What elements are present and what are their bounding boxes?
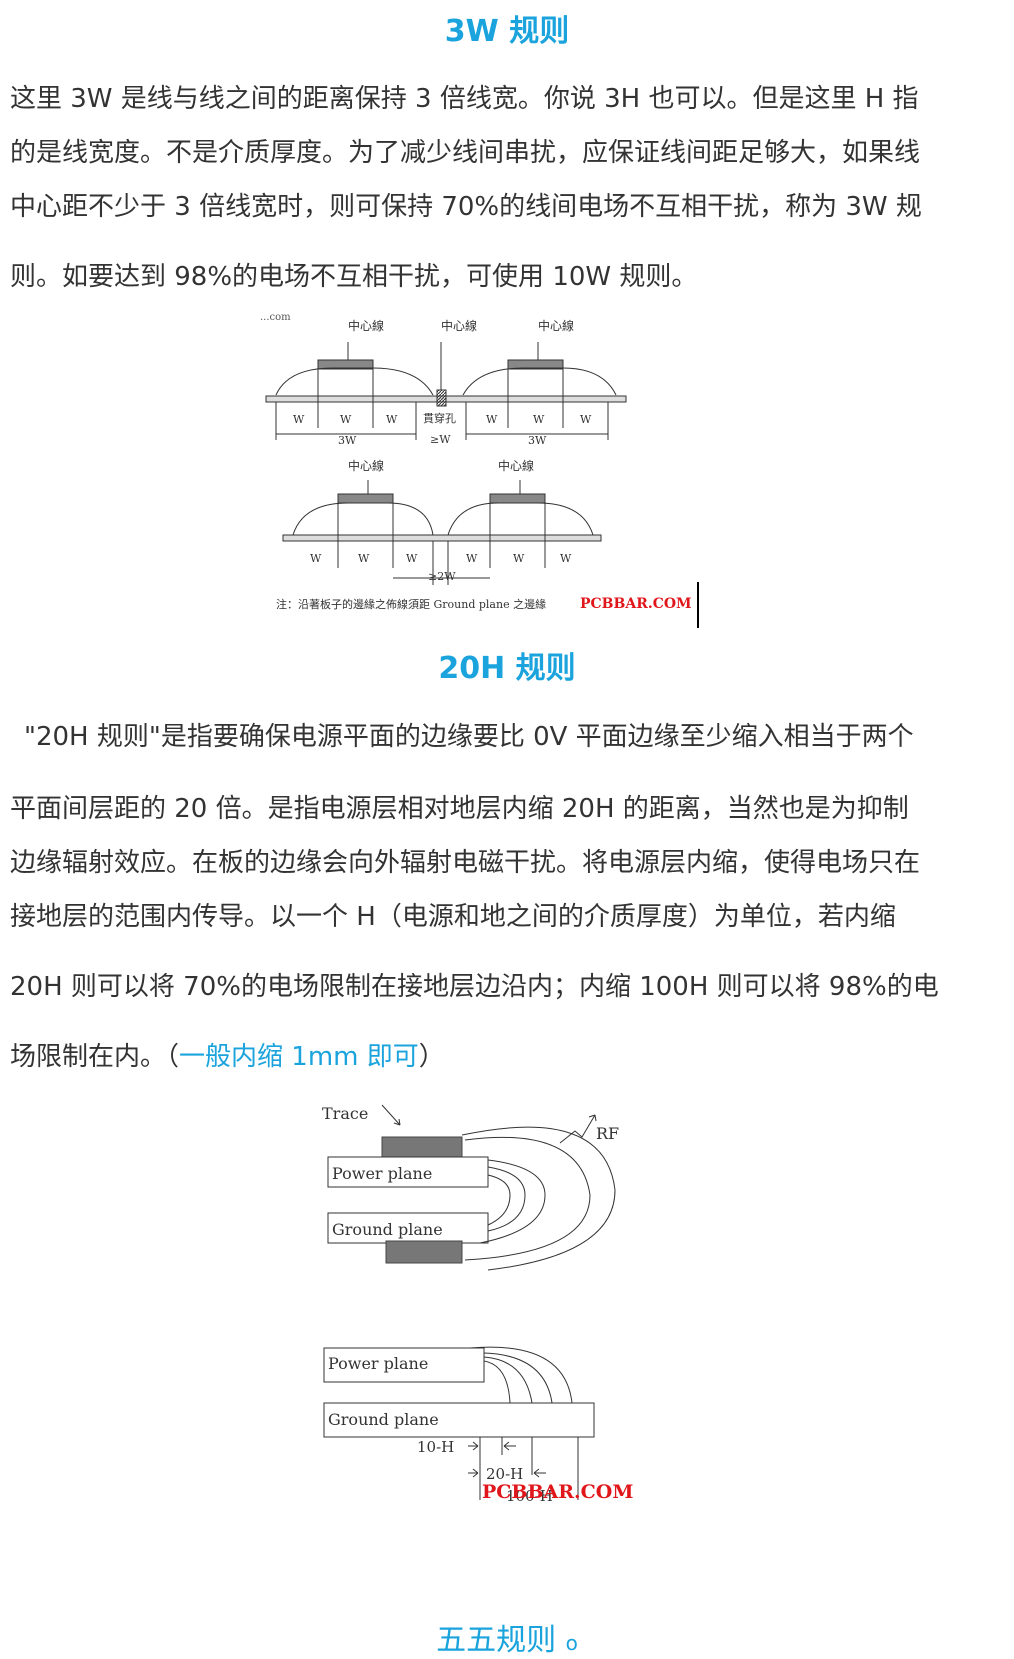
top-row-diagram: 中心線 中心線 中心線 W xyxy=(265,318,627,447)
section-3w-paragraph: 这里 3W 是线与线之间的距离保持 3 倍线宽。你说 3H 也可以。但是这里 H… xyxy=(10,78,1005,308)
paragraph-line: 的是线宽度。不是介质厚度。为了减少线间串扰，应保证线间距足够大，如果线 xyxy=(10,138,921,168)
paragraph-line: 则。如要达到 98%的电场不互相干扰，可使用 10W 规则。 xyxy=(10,262,698,292)
w-label: W xyxy=(513,552,525,565)
paragraph-line: "20H 规则"是指要确保电源平面的边缘要比 0V 平面边缘至少缩入相当于两个 xyxy=(24,722,914,752)
w-label: W xyxy=(580,413,592,426)
section-55-title: 五五规则 o xyxy=(0,1615,1014,1659)
paragraph-line: 接地层的范围内传导。以一个 H（电源和地之间的介质厚度）为单位，若内缩 xyxy=(10,902,896,932)
via-label: 貫穿孔 xyxy=(423,411,456,425)
paragraph-text: ） xyxy=(418,1042,445,1072)
section-55-title-suffix: o xyxy=(565,1631,578,1655)
figure-3w-spacing: ...com 中心線 中心線 中心線 xyxy=(258,310,738,630)
dim-3w: 3W xyxy=(528,434,547,447)
20h-inset-diagram: Power plane Ground plane 10-H 20-H 100-H… xyxy=(323,1346,633,1505)
center-line-label: 中心線 xyxy=(498,458,534,473)
w-label: W xyxy=(293,413,305,426)
edge-radiation-diagram: Trace Power plane Ground plane RF xyxy=(322,1104,619,1271)
w-label: W xyxy=(466,552,478,565)
center-line-label: 中心線 xyxy=(441,318,477,333)
power-plane-label: Power plane xyxy=(328,1354,428,1373)
paragraph-line: 平面间层距的 20 倍。是指电源层相对地层内缩 20H 的距离，当然也是为抑制 xyxy=(10,794,909,824)
figure-note: 注：沿著板子的邊緣之佈線須距 Ground plane 之邊緣 xyxy=(276,597,546,611)
dim-2w: ≥2W xyxy=(428,570,456,583)
dim-20h: 20-H xyxy=(486,1465,523,1483)
ground-plane-label: Ground plane xyxy=(332,1220,443,1239)
section-20h-paragraph: "20H 规则"是指要确保电源平面的边缘要比 0V 平面边缘至少缩入相当于两个 … xyxy=(10,716,1005,1076)
bottom-row-diagram: 中心線 中心線 W W W W W W ≥2W xyxy=(282,458,602,585)
paragraph-line: 20H 则可以将 70%的电场限制在接地层边沿内；内缩 100H 则可以将 98… xyxy=(10,972,939,1002)
via-dim: ≥W xyxy=(430,433,451,446)
power-plane-label: Power plane xyxy=(332,1164,432,1183)
section-3w-title: 3W 规则 xyxy=(444,14,570,49)
w-label: W xyxy=(310,552,322,565)
paragraph-text: 场限制在内。（ xyxy=(10,1042,180,1072)
ground-plane-label: Ground plane xyxy=(328,1410,439,1429)
center-line-label: 中心線 xyxy=(348,318,384,333)
w-label: W xyxy=(386,413,398,426)
rf-label: RF xyxy=(596,1124,619,1143)
paragraph-line: 中心距不少于 3 倍线宽时，则可保持 70%的线间电场不互相干扰，称为 3W 规 xyxy=(10,192,922,222)
center-line-label: 中心線 xyxy=(348,458,384,473)
w-label: W xyxy=(560,552,572,565)
paragraph-line: 边缘辐射效应。在板的边缘会向外辐射电磁干扰。将电源层内缩，使得电场只在 xyxy=(10,848,921,878)
w-label: W xyxy=(406,552,418,565)
figure-corner-text: ...com xyxy=(260,312,291,323)
paragraph-line: 这里 3W 是线与线之间的距离保持 3 倍线宽。你说 3H 也可以。但是这里 H… xyxy=(10,84,919,114)
section-55-title-text: 五五规则 xyxy=(436,1623,557,1658)
w-label: W xyxy=(340,413,352,426)
highlight-note: 一般内缩 1mm 即可 xyxy=(179,1042,419,1072)
figure-20h-rule: Trace Power plane Ground plane RF Power … xyxy=(320,1095,660,1515)
paragraph-last-line: 场限制在内。（一般内缩 1mm 即可） xyxy=(10,1036,445,1073)
dim-10h: 10-H xyxy=(417,1438,454,1456)
w-label: W xyxy=(533,413,545,426)
section-20h-title: 20H 规则 xyxy=(438,651,576,686)
watermark-logo: PCBBAR.COM xyxy=(482,1481,633,1503)
w-label: W xyxy=(486,413,498,426)
center-line-label: 中心線 xyxy=(538,318,574,333)
w-label: W xyxy=(358,552,370,565)
dim-3w: 3W xyxy=(338,434,357,447)
dim-100h: 100-H xyxy=(506,1487,553,1505)
trace-label: Trace xyxy=(322,1104,368,1123)
watermark-logo: PCBBAR.COM xyxy=(580,596,692,612)
